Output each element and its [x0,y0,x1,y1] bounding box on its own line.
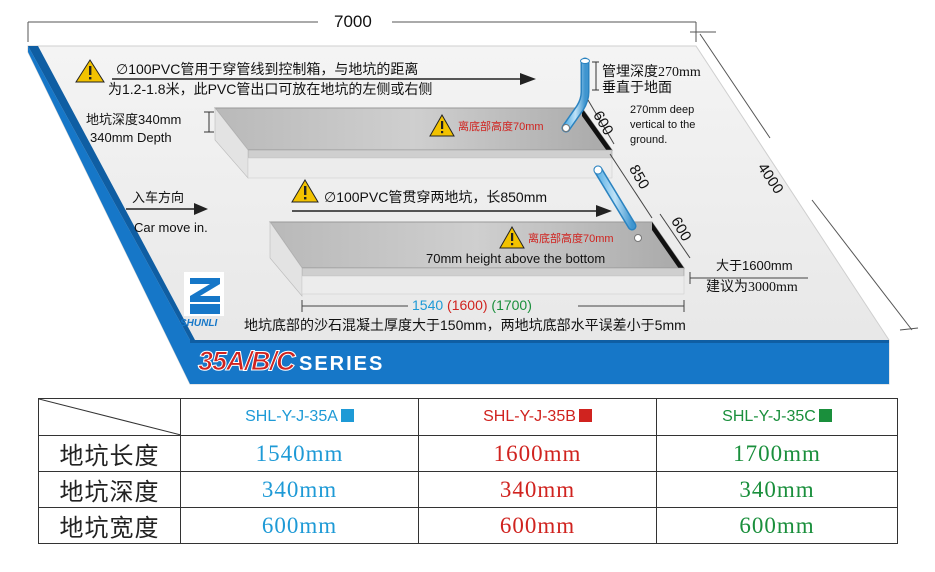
dim-pit-length [301,300,685,312]
length-b: (1600) [447,297,488,313]
cell-value: 600mm [656,507,898,544]
model-name: SHL-Y-J-35A [245,408,338,425]
diagonal-divider [39,399,181,435]
height-above-bottom-bottom: 离底部高度70mm [528,233,614,245]
table-header-row: SHL-Y-J-35A SHL-Y-J-35B SHL-Y-J-35C [38,398,898,436]
series-word: SERIES [298,353,385,375]
cell-value: 1540mm [180,435,419,472]
cell-value: 600mm [418,507,657,544]
car-direction-cn: 入车方向 [132,190,185,205]
dim-length [690,31,919,331]
height-above-bottom-top: 离底部高度70mm [458,121,544,133]
pipe-depth-en-1: 270mm deep [630,104,695,116]
pipe-depth-en-3: ground. [630,134,668,146]
length-c: (1700) [491,297,532,313]
cell-value: 1700mm [656,435,898,472]
dim-pit-length-label: 1540 (1600) (1700) [412,298,532,313]
dim-clearance [689,272,808,284]
logo-text: SHUNLI [180,318,218,329]
arrows [112,73,612,217]
series-main: 35A/B/C [198,346,297,377]
pit-depth-bracket [204,111,214,133]
model-header-b: SHL-Y-J-35B [418,398,657,436]
pvc-through-note: ∅100PVC管贯穿两地坑，长850mm [324,189,548,205]
pvc-pipe [561,57,642,242]
dim-width-label: 7000 [334,12,372,31]
series-title: 35A/B/C SERIES [198,346,384,377]
color-swatch [818,409,832,422]
row-label: 地坑长度 [38,435,181,472]
row-label: 地坑深度 [38,471,181,508]
length-a: 1540 [412,297,444,313]
table-row: 地坑宽度 600mm 600mm 600mm [38,507,898,544]
pit-bottom [269,221,685,297]
model-header-c: SHL-Y-J-35C [656,398,898,436]
warning-icon [499,225,525,249]
table-row: 地坑深度 340mm 340mm 340mm [38,471,898,508]
car-direction-en: Car move in. [134,220,208,235]
pipe-depth-cn-2: 垂直于地面 [602,81,672,96]
cell-value: 600mm [180,507,419,544]
spec-table: SHL-Y-J-35A SHL-Y-J-35B SHL-Y-J-35C 地坑长度… [38,398,898,544]
color-swatch [578,409,592,422]
color-swatch [340,409,354,422]
cell-value: 340mm [656,471,898,508]
floor-note: 地坑底部的沙石混凝土厚度大于150mm，两地坑底部水平误差小于5mm [244,317,686,333]
pipe-depth-bracket [592,61,599,91]
clearance-cn-2: 建议为3000mm [706,280,798,295]
cell-value: 340mm [418,471,657,508]
warning-icon [429,113,455,137]
pit-top [213,107,613,179]
height-above-bottom-en: 70mm height above the bottom [426,251,606,266]
row-label: 地坑宽度 [38,507,181,544]
cell-value: 340mm [180,471,419,508]
warning-icon [75,59,105,83]
model-name: SHL-Y-J-35B [483,408,576,425]
diagram-graphics [27,21,919,385]
table-row: 地坑长度 1540mm 1600mm 1700mm [38,435,898,472]
warning-icon [291,179,319,203]
pit-depth-cn: 地坑深度340mm [86,112,182,127]
table-corner-cell [38,398,181,436]
pipe-depth-en-2: vertical to the [630,119,696,131]
pit-depth-en: 340mm Depth [90,130,172,145]
model-name: SHL-Y-J-35C [722,408,816,425]
installation-diagram: 7000 4000 600 850 600 1540 (1600) (1700)… [27,12,919,385]
cell-value: 1600mm [418,435,657,472]
clearance-cn-1: 大于1600mm [716,258,793,273]
dim-width [27,21,697,42]
pvc-note-line2: 为1.2-1.8米，此PVC管出口可放在地坑的左侧或右侧 [108,81,433,97]
pvc-note-line1: ∅100PVC管用于穿管线到控制箱，与地坑的距离 [116,61,419,77]
dim-pit-widths [587,99,691,259]
model-header-a: SHL-Y-J-35A [180,398,419,436]
pipe-depth-cn-1: 管埋深度270mm [602,65,701,80]
shunli-logo-icon [184,272,224,316]
